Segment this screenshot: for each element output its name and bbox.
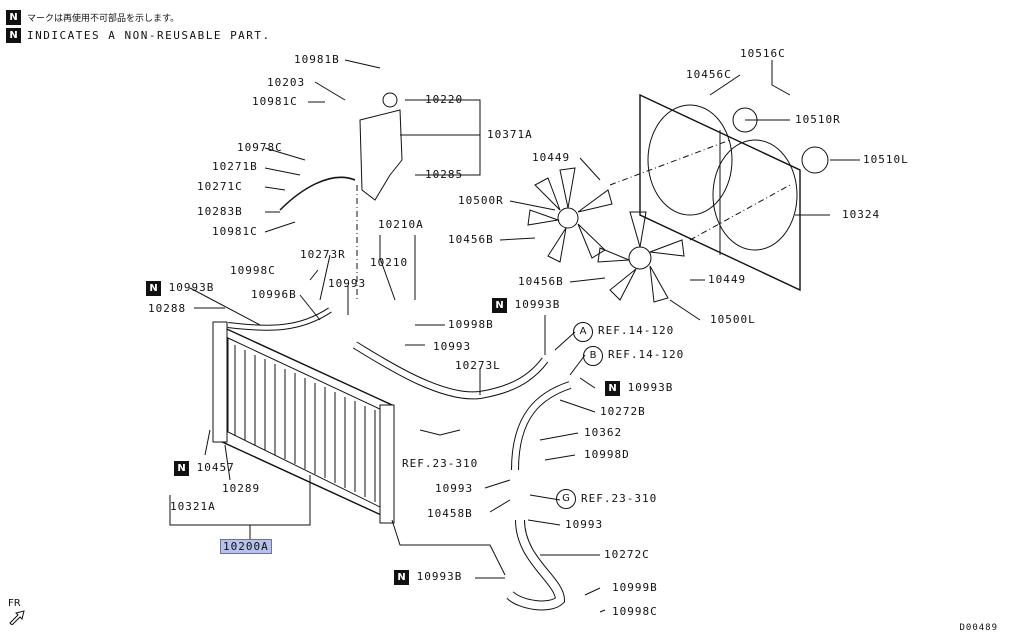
part-10458B[interactable]: 10458B [427,507,473,520]
part-number: 10993B [514,298,561,311]
part-10271B[interactable]: 10271B [212,160,258,173]
part-10998B[interactable]: 10998B [448,318,494,331]
ref-circle-g: G [556,489,576,509]
non-reusable-marker: N [492,298,507,313]
part-10272B[interactable]: 10272B [600,405,646,418]
fan-right [527,167,613,263]
part-10321A[interactable]: 10321A [170,500,216,513]
part-10200A[interactable]: 10200A [220,539,272,554]
part-10220[interactable]: 10220 [425,93,464,106]
legend-japanese: N マークは再使用不可部品を示します。 [6,10,179,25]
non-reusable-marker: N [146,281,161,296]
part-10981B[interactable]: 10981B [294,53,340,66]
front-direction-indicator: FR [8,598,28,628]
non-reusable-marker: N [6,10,21,25]
part-10978C[interactable]: 10978C [237,141,283,154]
part-10271C[interactable]: 10271C [197,180,243,193]
part-10998C-top[interactable]: 10998C [230,264,276,277]
part-10273L[interactable]: 10273L [455,359,501,372]
non-reusable-marker: N [174,461,189,476]
ref-14-120-b[interactable]: REF.14-120 [608,348,685,361]
ref-circle-b: B [583,346,603,366]
part-10288[interactable]: 10288 [148,302,187,315]
part-10289[interactable]: 10289 [222,482,261,495]
fr-label: FR [8,598,21,609]
part-10996B[interactable]: 10996B [251,288,297,301]
part-10999B[interactable]: 10999B [612,581,658,594]
part-10510L[interactable]: 10510L [863,153,909,166]
radiator-core [217,323,393,522]
part-10993-c[interactable]: 10993 [435,482,474,495]
reservoir-tank [359,92,403,201]
legend-english: N INDICATES A NON-REUSABLE PART. [6,28,271,43]
part-10449-top[interactable]: 10449 [532,151,571,164]
part-number: 10993B [416,570,463,583]
legend-japanese-text: マークは再使用不可部品を示します。 [27,14,180,24]
front-arrow-icon [9,610,25,626]
part-10210[interactable]: 10210 [370,256,409,269]
part-10272C[interactable]: 10272C [604,548,650,561]
part-10285[interactable]: 10285 [425,168,464,181]
part-10998C-low[interactable]: 10998C [612,605,658,618]
part-10510R[interactable]: 10510R [795,113,841,126]
non-reusable-marker: N [394,570,409,585]
part-10993B-a[interactable]: N 10993B [146,281,214,296]
part-10456B-a[interactable]: 10456B [448,233,494,246]
part-10993-a[interactable]: 10993 [328,277,367,290]
ref-23-310-b[interactable]: REF.23-310 [581,492,658,505]
diagram-code: D00489 [959,623,998,633]
part-10993B-b[interactable]: N 10993B [492,298,560,313]
part-number: 10993B [627,381,674,394]
ref-circle-a: A [573,322,593,342]
part-10456B-b[interactable]: 10456B [518,275,564,288]
part-10516C[interactable]: 10516C [740,47,786,60]
part-10993-b[interactable]: 10993 [433,340,472,353]
part-10993B-d[interactable]: N 10993B [394,570,462,585]
part-10203[interactable]: 10203 [267,76,306,89]
part-10456C[interactable]: 10456C [686,68,732,81]
part-10993-d[interactable]: 10993 [565,518,604,531]
part-10500R[interactable]: 10500R [458,194,504,207]
part-10283B[interactable]: 10283B [197,205,243,218]
part-10210A[interactable]: 10210A [378,218,424,231]
part-10993B-c[interactable]: N 10993B [605,381,673,396]
part-number: 10993B [168,281,215,294]
non-reusable-marker: N [6,28,21,43]
ref-14-120-a[interactable]: REF.14-120 [598,324,675,337]
part-10500L[interactable]: 10500L [710,313,756,326]
part-10362[interactable]: 10362 [584,426,623,439]
part-10981C-low[interactable]: 10981C [212,225,258,238]
part-10324[interactable]: 10324 [842,208,881,221]
part-10371A[interactable]: 10371A [487,128,533,141]
part-10998D[interactable]: 10998D [584,448,630,461]
fan-shroud [639,93,801,292]
non-reusable-marker: N [605,381,620,396]
part-10273R[interactable]: 10273R [300,248,346,261]
part-number: 10457 [196,461,235,474]
part-10457[interactable]: N 10457 [174,461,235,476]
fan-left [597,211,685,303]
part-10449-mid[interactable]: 10449 [708,273,747,286]
ref-23-310-a[interactable]: REF.23-310 [402,457,479,470]
legend-english-text: INDICATES A NON-REUSABLE PART. [27,29,271,42]
part-10981C-top[interactable]: 10981C [252,95,298,108]
